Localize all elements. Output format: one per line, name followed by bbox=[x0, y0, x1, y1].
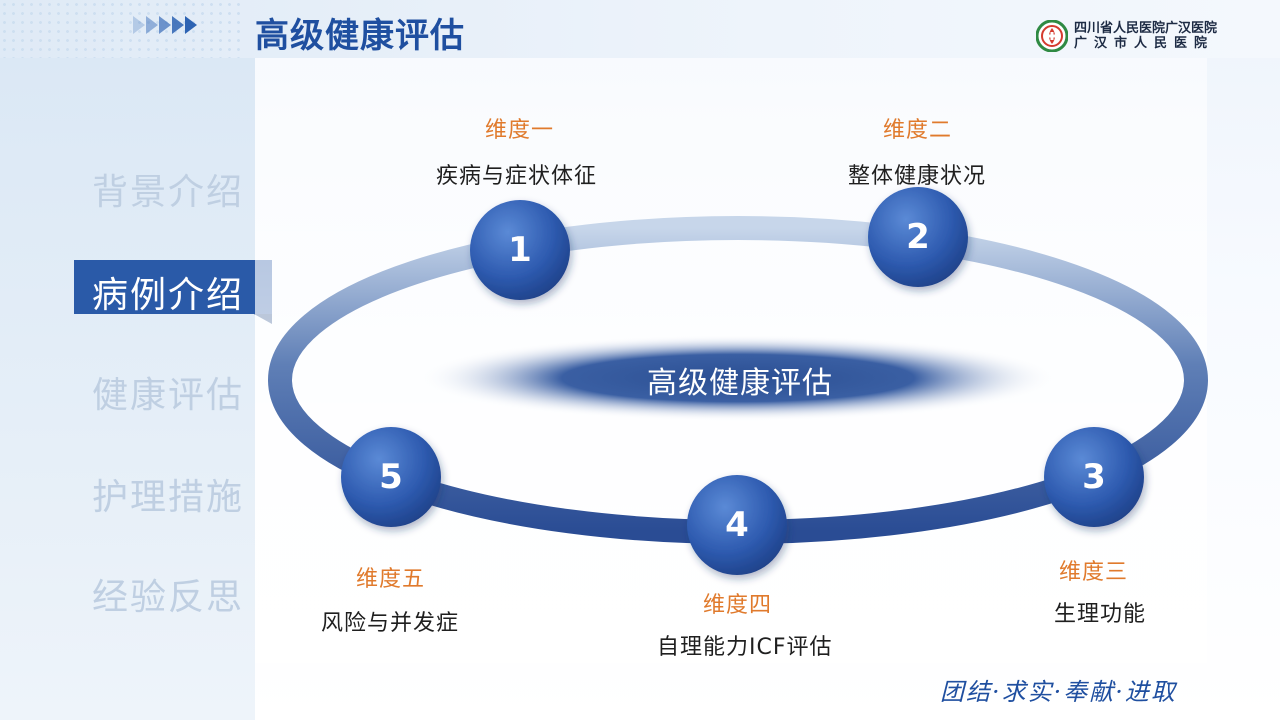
sidebar-item-background[interactable]: 背景介绍 bbox=[92, 172, 245, 213]
center-label: 高级健康评估 bbox=[647, 366, 833, 401]
node-5 bbox=[341, 427, 441, 527]
node-1-number: 1 bbox=[508, 230, 532, 270]
node-2-dimension: 维度二 bbox=[883, 118, 953, 143]
sidebar-item-nursing[interactable]: 护理措施 bbox=[92, 477, 245, 518]
node-1 bbox=[470, 200, 570, 300]
node-3-number: 3 bbox=[1082, 457, 1106, 497]
node-4 bbox=[687, 475, 787, 575]
center-disc bbox=[418, 335, 1058, 421]
sidebar-item-assessment[interactable]: 健康评估 bbox=[92, 375, 245, 416]
node-2 bbox=[868, 187, 968, 287]
dot-pattern bbox=[0, 0, 240, 60]
hospital-name-line2: 广汉市人民医院 bbox=[1074, 36, 1215, 51]
node-5-dimension: 维度五 bbox=[356, 567, 426, 592]
node-1-description: 疾病与症状体征 bbox=[436, 164, 598, 189]
node-5-description: 风险与并发症 bbox=[321, 611, 460, 636]
node-5-number: 5 bbox=[379, 457, 403, 497]
sidebar bbox=[0, 58, 255, 720]
sidebar-item-label: 病例介绍 bbox=[92, 275, 245, 316]
node-2-description: 整体健康状况 bbox=[848, 164, 987, 189]
hospital-name: 四川省人民医院广汉医院 广汉市人民医院 bbox=[1074, 21, 1217, 51]
node-3-dimension: 维度三 bbox=[1059, 560, 1129, 585]
sidebar-item-case[interactable]: 病例介绍 bbox=[74, 260, 272, 324]
hospital-name-line1: 四川省人民医院广汉医院 bbox=[1074, 21, 1218, 36]
footer-motto: 团结·求实·奉献·进取 bbox=[940, 678, 1177, 706]
node-1-dimension: 维度一 bbox=[485, 118, 555, 143]
node-4-description: 自理能力ICF评估 bbox=[657, 635, 833, 660]
chevron-arrows-icon bbox=[133, 16, 197, 34]
sidebar-item-reflection[interactable]: 经验反思 bbox=[92, 577, 245, 618]
page-title: 高级健康评估 bbox=[255, 16, 465, 56]
node-2-number: 2 bbox=[906, 217, 930, 257]
node-3-description: 生理功能 bbox=[1054, 602, 1147, 627]
node-4-number: 4 bbox=[725, 505, 749, 545]
node-3 bbox=[1044, 427, 1144, 527]
node-4-dimension: 维度四 bbox=[703, 593, 773, 618]
hospital-logo-icon bbox=[1036, 20, 1068, 52]
